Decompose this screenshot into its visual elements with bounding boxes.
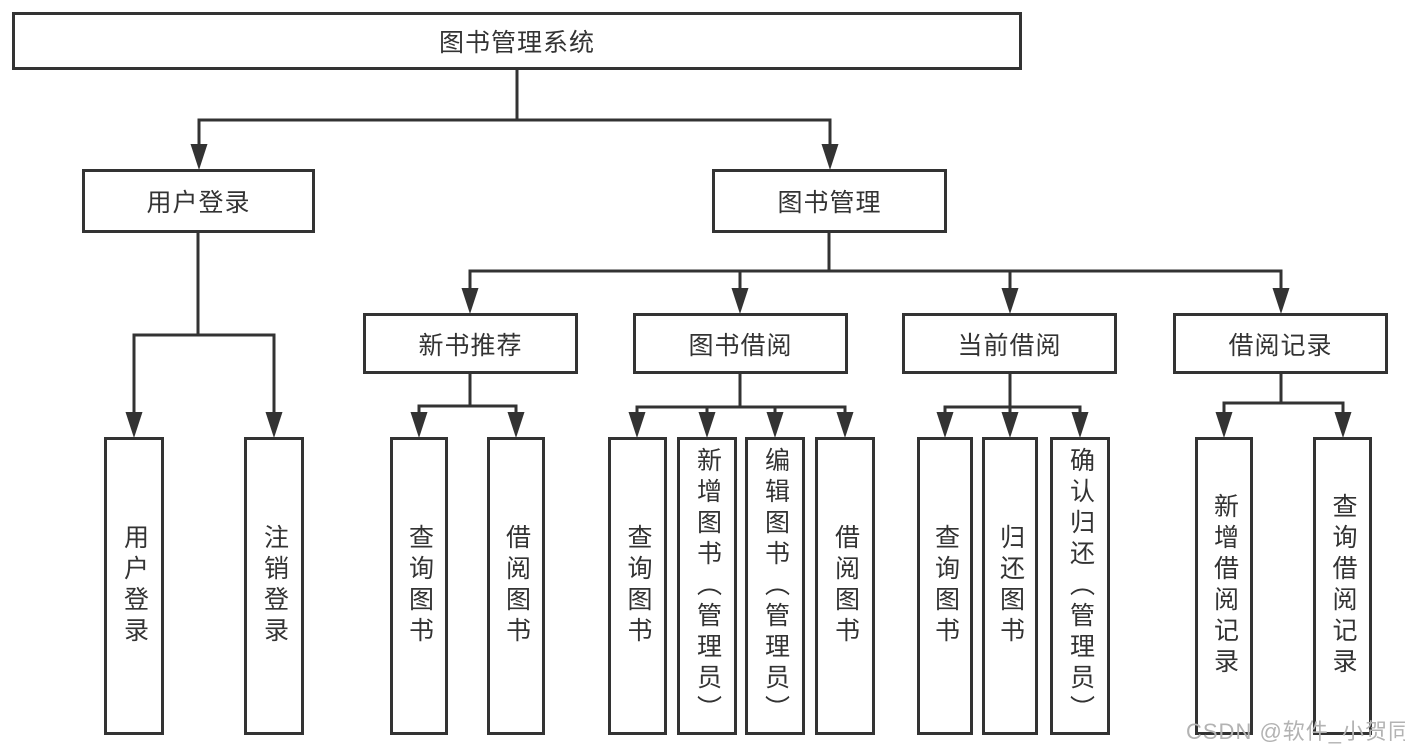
node-current-borrow-label: 当前借阅 (957, 331, 1062, 360)
arrow-down-icon (766, 412, 784, 438)
leaf-edit-books-admin: 编辑图书（管理员） (745, 437, 805, 735)
node-book-mgmt: 图书管理 (712, 169, 947, 233)
arrow-down-icon (731, 288, 749, 314)
leaf-logout: 注销登录 (244, 437, 304, 735)
node-new-book-rec: 新书推荐 (363, 313, 578, 374)
csdn-watermark: CSDN @软件_小贺同学 (1186, 719, 1405, 744)
leaf-query-borrow-record: 查询借阅记录 (1313, 437, 1372, 735)
leaf-user-login-label: 用户登录 (120, 524, 149, 648)
connector-root-to-level2 (190, 70, 839, 170)
node-book-borrow-label: 图书借阅 (688, 331, 793, 360)
leaf-add-borrow-record: 新增借阅记录 (1195, 437, 1253, 735)
leaf-query-books-1: 查询图书 (390, 437, 448, 735)
node-new-book-rec-label: 新书推荐 (418, 331, 523, 360)
connector-user-login-children (125, 233, 283, 438)
arrow-down-icon (698, 412, 716, 438)
arrow-down-icon (936, 412, 954, 438)
arrow-down-icon (1001, 288, 1019, 314)
arrow-down-icon (1071, 412, 1089, 438)
leaf-return-books-label: 归还图书 (996, 524, 1025, 648)
leaf-query-borrow-record-label: 查询借阅记录 (1329, 493, 1357, 679)
leaf-borrow-books-2: 借阅图书 (815, 437, 875, 735)
leaf-borrow-books-1-label: 借阅图书 (502, 524, 531, 648)
connector-borrow-records-children (1215, 374, 1352, 438)
arrow-down-icon (1272, 288, 1290, 314)
arrow-down-icon (628, 412, 646, 438)
arrow-down-icon (410, 412, 428, 438)
leaf-add-borrow-record-label: 新增借阅记录 (1210, 493, 1239, 679)
node-user-login-label: 用户登录 (146, 189, 251, 217)
leaf-user-login: 用户登录 (104, 437, 164, 735)
leaf-query-books-3: 查询图书 (917, 437, 973, 735)
leaf-confirm-return-admin-label: 确认归还（管理员） (1066, 446, 1095, 726)
leaf-borrow-books-2-label: 借阅图书 (831, 524, 860, 648)
node-borrow-records-label: 借阅记录 (1228, 331, 1333, 360)
leaf-query-books-2-label: 查询图书 (624, 524, 652, 648)
leaf-logout-label: 注销登录 (260, 524, 289, 648)
node-book-mgmt-label: 图书管理 (777, 189, 882, 217)
leaf-edit-books-admin-label: 编辑图书（管理员） (761, 446, 790, 726)
connector-book-mgmt-children (461, 233, 1290, 314)
leaf-query-books-1-label: 查询图书 (405, 524, 434, 648)
leaf-add-books-admin-label: 新增图书（管理员） (693, 446, 722, 726)
leaf-query-books-2: 查询图书 (608, 437, 667, 735)
arrow-down-icon (461, 288, 479, 314)
leaf-confirm-return-admin: 确认归还（管理员） (1050, 437, 1110, 735)
arrow-down-icon (125, 412, 143, 438)
arrow-down-icon (265, 412, 283, 438)
arrow-down-icon (1215, 412, 1233, 438)
node-borrow-records: 借阅记录 (1173, 313, 1388, 374)
connector-current-borrow-children (936, 374, 1089, 438)
arrow-down-icon (1334, 412, 1352, 438)
arrow-down-icon (190, 144, 208, 170)
arrow-down-icon (1001, 412, 1019, 438)
node-root-label: 图书管理系统 (438, 29, 595, 57)
leaf-add-books-admin: 新增图书（管理员） (677, 437, 737, 735)
arrow-down-icon (836, 412, 854, 438)
node-root: 图书管理系统 (12, 12, 1022, 70)
arrow-down-icon (507, 412, 525, 438)
connector-book-borrow-children (628, 374, 854, 438)
leaf-borrow-books-1: 借阅图书 (487, 437, 545, 735)
leaf-query-books-3-label: 查询图书 (931, 524, 960, 648)
leaf-return-books: 归还图书 (982, 437, 1038, 735)
arrow-down-icon (821, 144, 839, 170)
connector-new-book-rec-children (410, 374, 525, 438)
node-user-login: 用户登录 (82, 169, 315, 233)
node-book-borrow: 图书借阅 (633, 313, 848, 374)
node-current-borrow: 当前借阅 (902, 313, 1117, 374)
